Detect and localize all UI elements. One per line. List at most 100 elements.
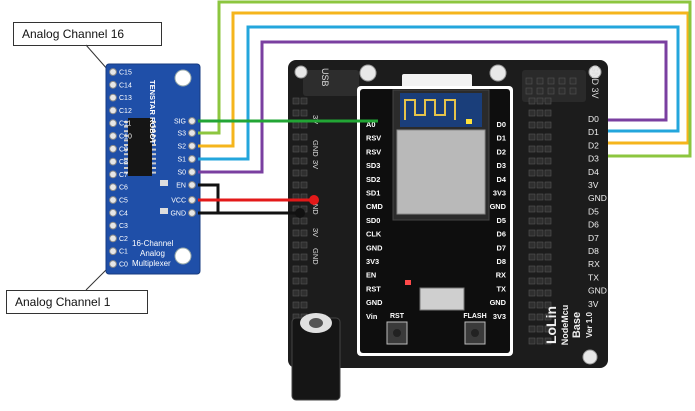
mux-pin-pad [188, 196, 196, 204]
wire-junction-gnd [295, 208, 305, 218]
nodemcu-left-pin-label: SD1 [366, 189, 380, 198]
base-brand-line: LoLin [543, 306, 559, 344]
mux-pin-pad [109, 221, 117, 230]
mux-pin-pad [109, 93, 117, 102]
flash-button-label: FLASH [463, 313, 486, 320]
mux-pin-pad [188, 129, 196, 137]
nodemcu-right-pin-label: D6 [497, 230, 506, 239]
nodemcu-left-pin-label: RSV [366, 147, 381, 156]
mux-smd [160, 180, 168, 186]
mux-pin-label: C5 [119, 198, 128, 205]
mux-pin-label: S1 [177, 157, 186, 164]
nodemcu-right-pin-label: D7 [497, 243, 506, 252]
base-right-pin-label: D8 [588, 246, 599, 256]
mux-pin-label: C7 [119, 172, 128, 179]
mux-pin-pad [188, 117, 196, 125]
base-brand-line: Base [571, 312, 583, 338]
mux-pin-pad [188, 209, 196, 217]
nodemcu-left-pin-label: CMD [366, 202, 383, 211]
base-right-pin-label: D4 [588, 167, 599, 177]
mux-pin-label: C3 [119, 223, 128, 230]
base-right-pin-label: GND [588, 193, 607, 203]
nodemcu-right-pin-label: D2 [497, 147, 506, 156]
nodemcu-left-pin-label: RST [366, 284, 381, 293]
usb-port [419, 287, 465, 311]
nodemcu-right-pin-label: GND [490, 298, 507, 307]
nodemcu-board: RST FLASH A0RSVRSVSD3SD2SD1CMDSD0CLKGND3… [357, 86, 513, 356]
mux-pin-pad [109, 170, 117, 179]
mux-caption-line-2: Analog [140, 249, 165, 258]
mux-pin-label: C4 [119, 210, 128, 217]
mux-pin-pad [188, 142, 196, 150]
mount-hole [588, 65, 602, 79]
nodemcu-left-pin-label: SD3 [366, 161, 380, 170]
base-right-pin-label: D7 [588, 233, 599, 243]
base-right-pin-label: GND [588, 286, 607, 296]
mux-pin-label: C2 [119, 236, 128, 243]
base-left-pin-label: 3V [311, 160, 320, 169]
mux-pin-pad [109, 80, 117, 89]
mux-pin-pad [109, 234, 117, 243]
mux-chip [128, 118, 152, 176]
mux-mount-hole [174, 69, 192, 87]
mount-hole [359, 64, 377, 82]
base-right-pin-label: RX [588, 259, 600, 269]
nodemcu-right-pin-label: D3 [497, 161, 506, 170]
wire-purple-s0 [198, 40, 668, 174]
base-logo [402, 74, 472, 88]
mux-pin-label: C0 [119, 262, 128, 269]
base-right-pin-label: D5 [588, 206, 599, 216]
wire-junction-vcc [309, 195, 319, 205]
mux-pin-pad [109, 260, 117, 268]
nodemcu-left-pin-label: 3V3 [366, 257, 379, 266]
mux-smd [160, 208, 168, 214]
base-right-pin-label: D1 [588, 127, 599, 137]
wire-lightgreen-s3 [198, 0, 692, 158]
nodemcu-right-pin-label: D4 [497, 175, 507, 184]
antenna-trace [404, 99, 456, 120]
mount-hole [489, 64, 507, 82]
nodemcu-right-pin-label: D1 [497, 134, 506, 143]
mux-pin-label: S3 [177, 131, 186, 138]
nodemcu-left-pin-label: EN [366, 271, 376, 280]
mux-pin-label: C11 [119, 121, 131, 128]
nodemcu-left-pin-label: CLK [366, 230, 382, 239]
mux-pin-pad [109, 157, 117, 166]
base-right-pin-label: D2 [588, 140, 599, 150]
nodemcu-left-pin-label: A0 [366, 120, 375, 129]
nodemcu-right-pin-label: D0 [497, 120, 506, 129]
base-top-label-usb: USB [320, 68, 330, 87]
mux-pin-pad [109, 132, 117, 140]
nodemcu-right-pin-label: 3V3 [493, 312, 506, 321]
base-right-pin-label: D3 [588, 154, 599, 164]
base-brand-line: NodeMcu [560, 305, 570, 346]
mux-pin-label: S2 [177, 144, 186, 151]
nodemcu-left-pin-label: GND [366, 243, 383, 252]
mux-pin-label: C13 [119, 95, 132, 102]
mux-pin-pad [109, 208, 117, 217]
nodemcu-right-pin-label: GND [490, 202, 507, 211]
wire-blue-s1 [198, 25, 680, 161]
mux-pin-pad [109, 196, 117, 204]
mux-pin-label: VCC [171, 198, 186, 205]
base-right-pin-label: D6 [588, 220, 599, 230]
nodemcu-left-pin-label: RSV [366, 134, 381, 143]
nodemcu-right-pin-label: D8 [497, 257, 506, 266]
mux-pin-label: EN [176, 183, 186, 190]
nodemcu-right-pin-label: RX [496, 271, 506, 280]
base-left-pin-label: GND [311, 140, 320, 157]
mux-pin-pad [109, 247, 117, 256]
mux-caption-line-3: Multiplexer [132, 259, 171, 268]
base-left-pin-label: GND [311, 248, 320, 265]
mux-pin-pad [188, 168, 196, 176]
mux-pin-pad [188, 155, 196, 163]
mux-mount-hole [174, 247, 192, 265]
mux-caption-line-1: 16-Channel [132, 239, 174, 248]
mux-pin-pad [109, 68, 117, 76]
callout-analog-channel-1: Analog Channel 1 [6, 290, 148, 314]
nodemcu-right-pin-label: 3V3 [493, 189, 506, 198]
mux-pin-pad [109, 183, 117, 192]
nodemcu-left-pin-label: SD2 [366, 175, 380, 184]
mux-pin-label: C12 [119, 108, 132, 115]
base-right-pin-label: TX [588, 272, 599, 282]
